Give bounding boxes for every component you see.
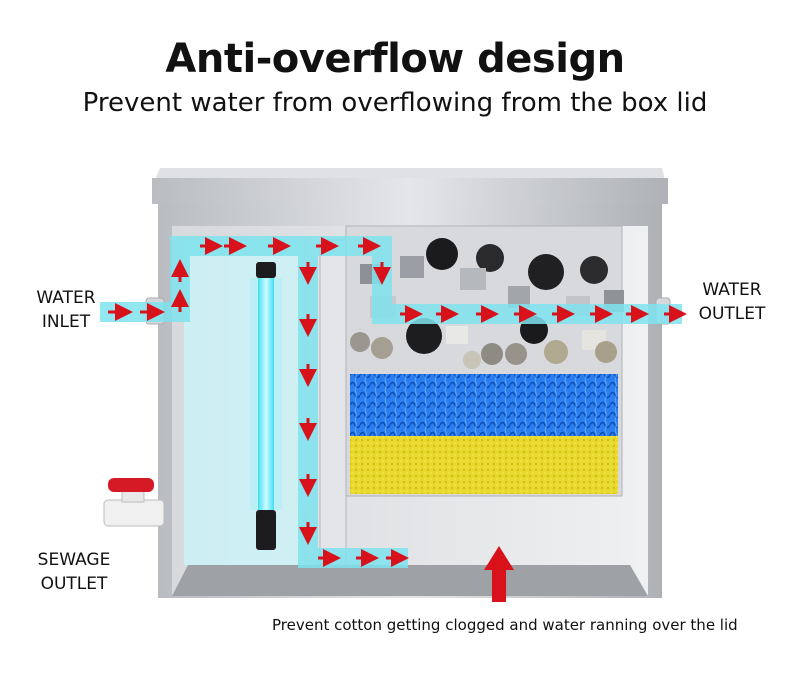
water-inlet-label: WATER INLET <box>20 286 112 334</box>
sewage-valve <box>103 478 165 527</box>
water-outlet-label-line-1: WATER <box>702 280 762 300</box>
overflow-arrow <box>484 546 514 602</box>
page-subtitle: Prevent water from overflowing from the … <box>82 88 708 118</box>
overflow-note: Prevent cotton getting clogged and water… <box>272 616 738 634</box>
water-inlet-label-line-1: WATER <box>36 288 96 308</box>
box-lid <box>155 168 665 180</box>
yellow-filter-sponge <box>350 436 618 494</box>
sewage-outlet-label-line-2: OUTLET <box>40 574 108 594</box>
blue-filter-sponge <box>350 374 618 436</box>
water-outlet-label: WATER OUTLET <box>686 278 778 326</box>
page-title: Anti-overflow design <box>165 36 625 82</box>
water-inlet-label-line-2: INLET <box>41 312 91 332</box>
partition-wall <box>319 239 347 566</box>
uv-lamp <box>250 262 282 550</box>
box-lid-front <box>152 178 668 204</box>
sewage-outlet-label: SEWAGE OUTLET <box>20 548 128 596</box>
box-floor <box>172 565 648 596</box>
uv-chamber <box>184 240 304 565</box>
flow-arrows <box>108 237 687 567</box>
sewage-outlet-label-line-1: SEWAGE <box>37 550 111 570</box>
water-outlet-label-line-2: OUTLET <box>698 304 766 324</box>
